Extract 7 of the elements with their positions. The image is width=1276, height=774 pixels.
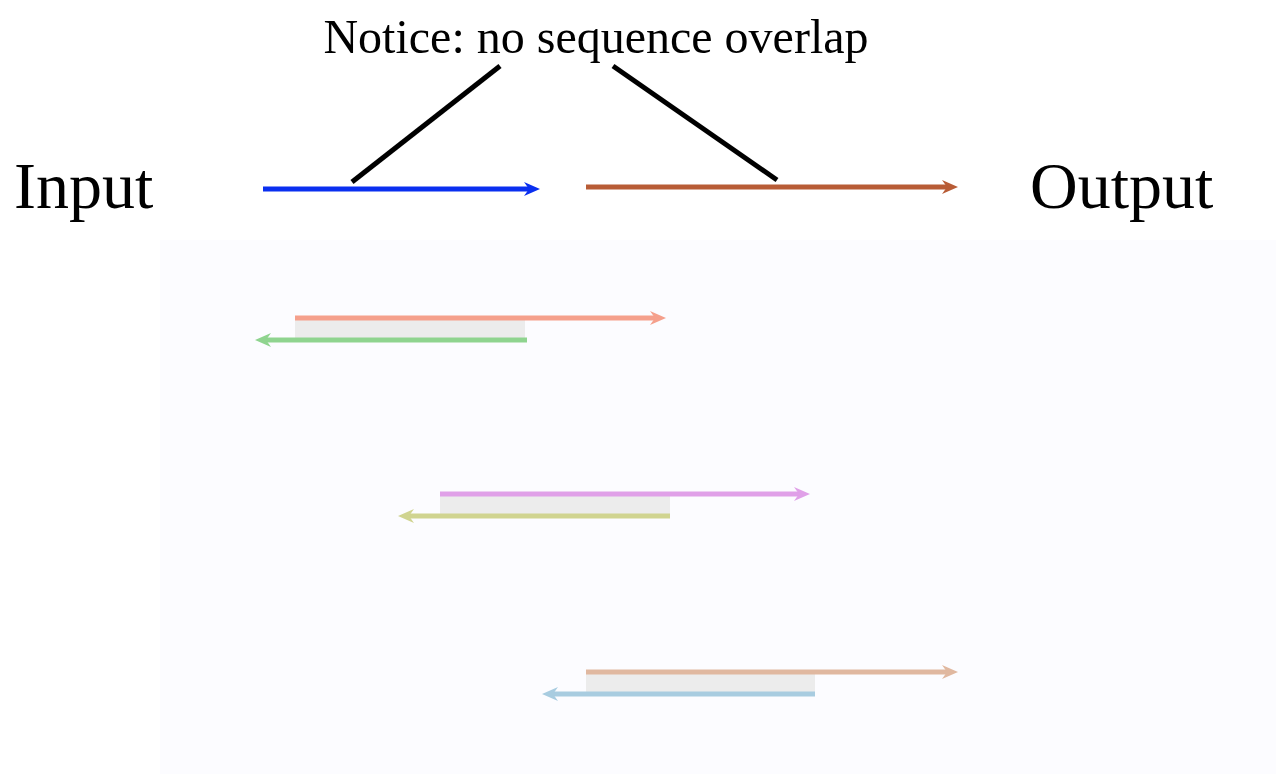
note-text: Notice: no sequence overlap [236,8,956,66]
leader-line [611,63,779,183]
arrow [263,182,540,196]
side-label: Output [1030,150,1214,222]
leader-line [350,64,502,184]
arrow [586,180,958,194]
side-label: Input [14,150,154,222]
